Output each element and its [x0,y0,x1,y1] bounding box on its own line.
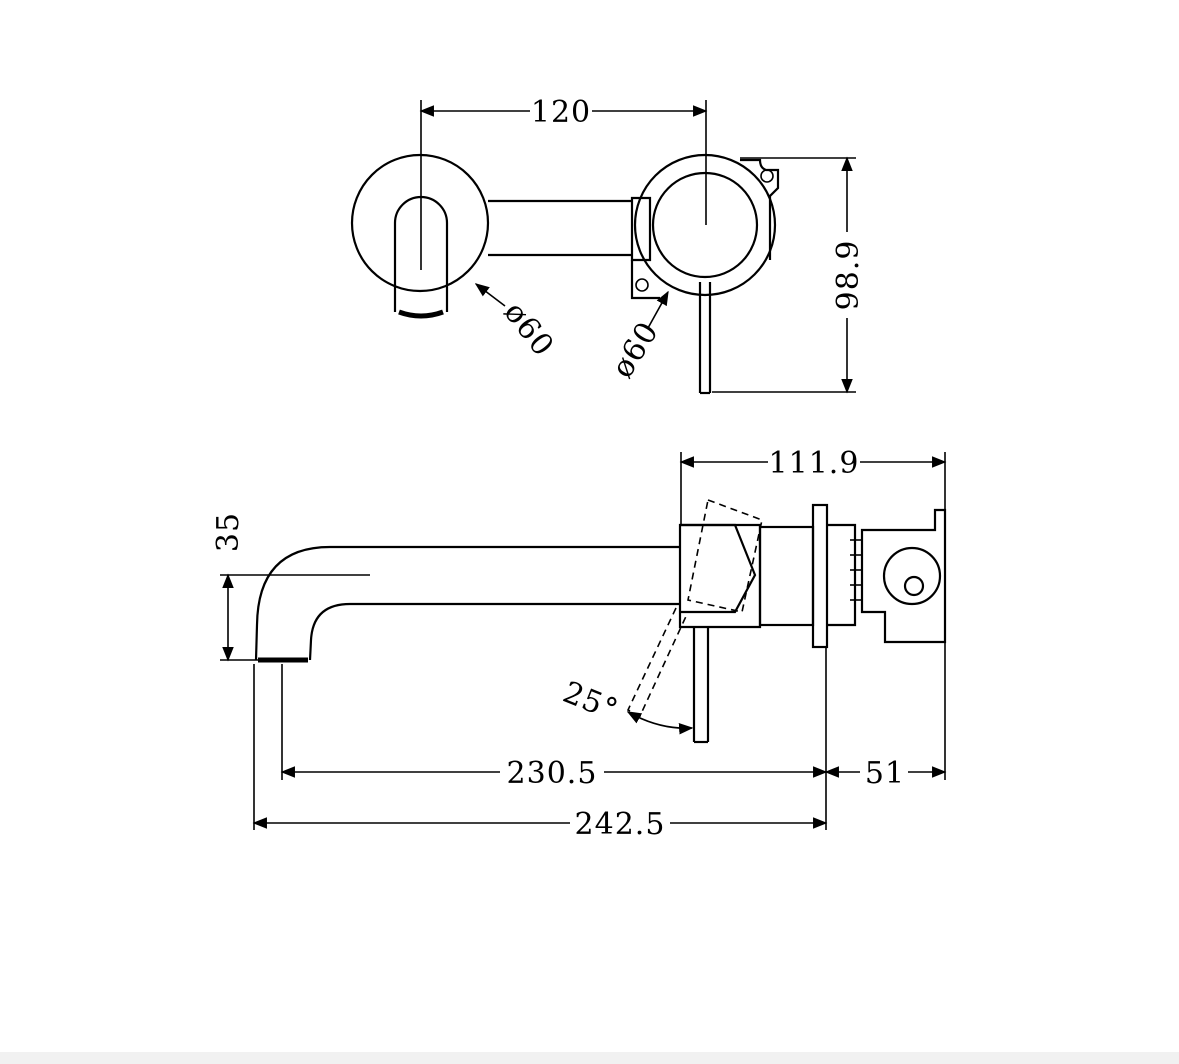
mixer-body-outline [651,171,759,279]
dia-leader-spout [474,283,506,307]
bracket-screw-lower [635,278,649,292]
spout-outlet [398,309,444,319]
front-view: 120 98.9 ø60 ø60 [350,95,866,395]
dim-98-9-label: 98.9 [831,240,866,311]
dia-leader-mixer [647,290,669,329]
dim-111-9-label: 111.9 [769,446,860,481]
spout-plate-outline [350,153,490,293]
rough-in-body [860,508,947,644]
dia-label-spout: ø60 [497,295,561,363]
rough-in-port-outer [882,546,942,606]
dim-35-label: 35 [211,512,246,552]
mixer-bracket-tab [630,260,660,300]
spout-side-inner [308,602,680,661]
lever-rotated-arm-dashed [626,607,689,718]
spout-side-outline [254,545,680,661]
lever-side-cap [680,523,757,614]
angle-arc [626,711,694,735]
valve-collar [827,523,857,627]
wall-plate [811,503,829,649]
dia-label-mixer: ø60 [605,315,666,384]
rough-in-port-inner [903,575,925,597]
lever-rotated-dashed [687,498,763,613]
angle-label: 25° [558,675,623,728]
dim-51-label: 51 [865,756,905,791]
mixer-bracket-outline [630,196,652,262]
bottom-scroll-strip [0,1052,1179,1064]
mixer-housing [758,525,815,627]
dim-242-5-label: 242.5 [575,807,666,842]
side-view: 25° 111.9 35 230.5 51 [211,446,947,842]
mixer-bracket-upper [740,158,780,260]
mixer-plate-outline [633,153,777,297]
dim-230-5-label: 230.5 [507,756,598,791]
bracket-screw-upper [760,169,774,183]
dim-120-label: 120 [531,95,591,130]
